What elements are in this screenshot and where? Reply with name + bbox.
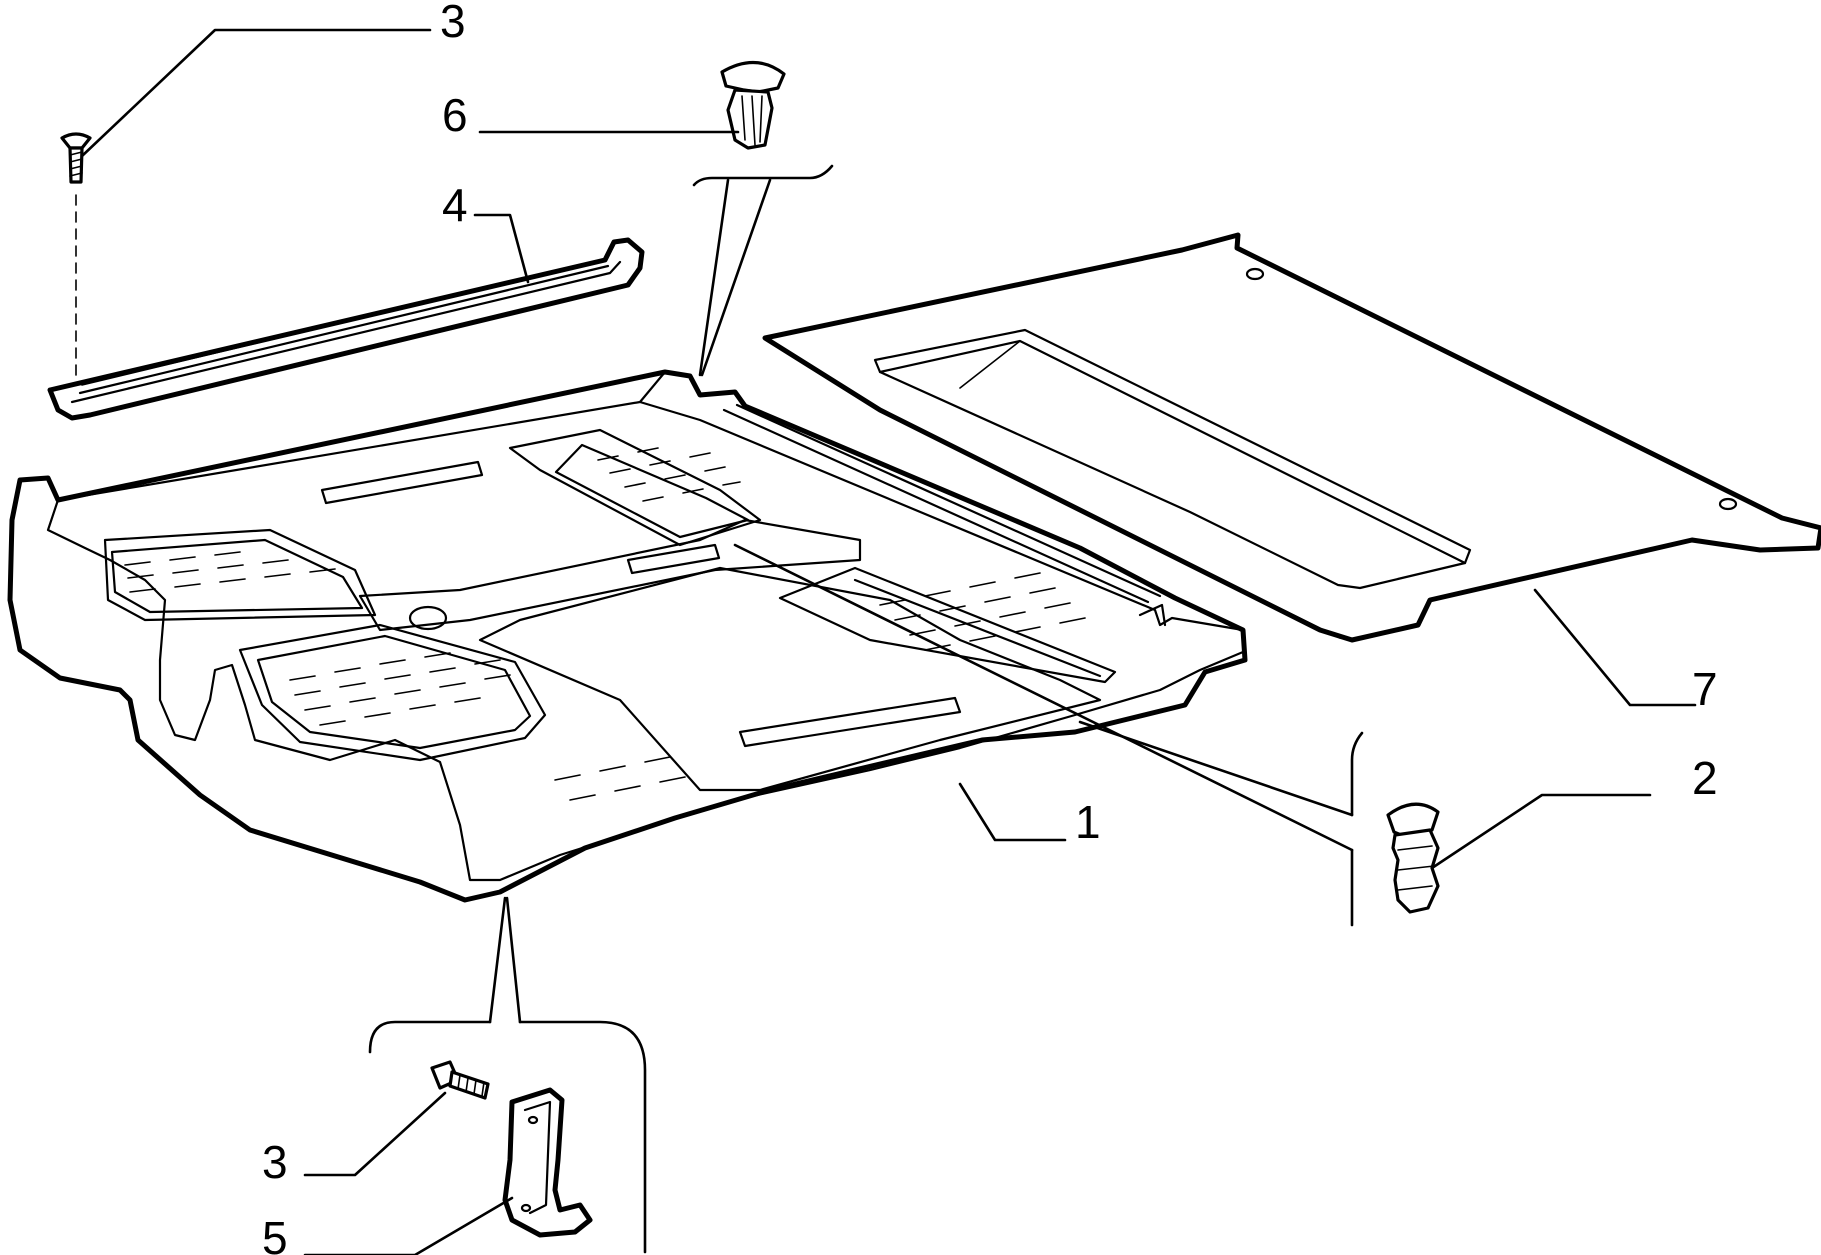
callout-4: 4 [442,179,468,231]
plug-clip [1386,802,1440,914]
rear-floor-panel [762,232,1821,643]
leader-lines [80,28,1697,1255]
screw-top [60,132,92,376]
callout-labels: 3 6 4 1 7 2 3 5 [262,0,1718,1255]
push-clip [720,60,786,150]
callout-1: 1 [1075,796,1101,848]
callout-7: 7 [1692,663,1718,715]
callout-6: 6 [442,89,468,141]
main-floor-mat [7,369,1248,903]
callout-5: 5 [262,1212,288,1255]
callout-2: 2 [1692,752,1718,804]
callout-3-bottom: 3 [262,1136,288,1188]
bolt-bottom [430,1060,490,1100]
sill-trim-strip [47,237,645,421]
support-bracket [502,1087,593,1238]
callout-3-top: 3 [440,0,466,47]
